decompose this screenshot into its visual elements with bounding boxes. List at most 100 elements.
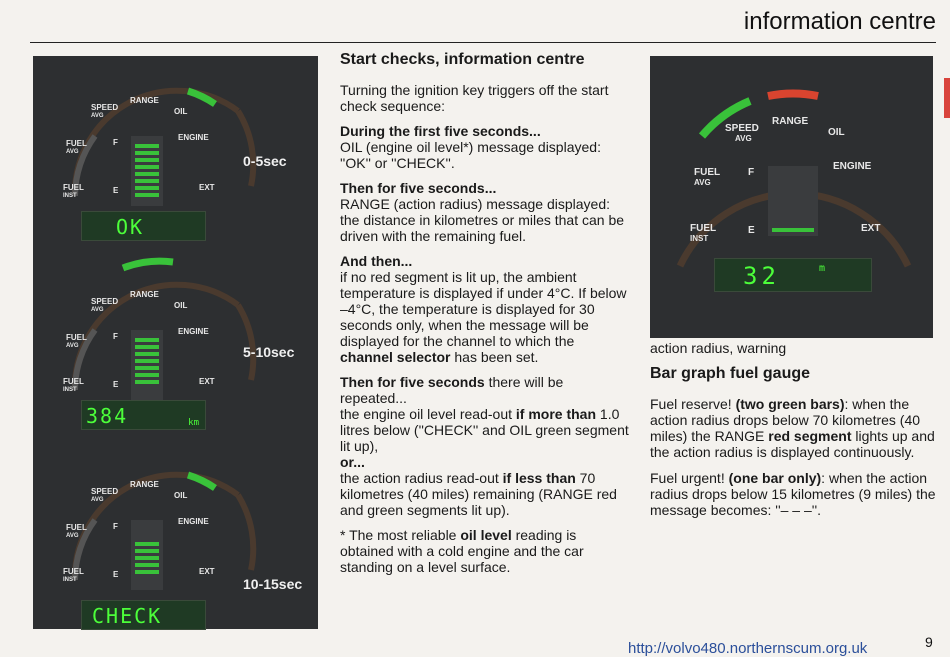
oil-label: OIL xyxy=(174,107,188,116)
f-mark: F xyxy=(748,167,755,178)
ext-label: EXT xyxy=(861,223,881,234)
first-five-body: OIL (engine oil level*) message displaye… xyxy=(340,139,601,171)
start-checks-section: Start checks, information centre Turning… xyxy=(340,52,630,584)
oil-label: OIL xyxy=(828,127,845,138)
f-mark: F xyxy=(113,332,118,341)
header-rule xyxy=(30,42,936,43)
oil-label: OIL xyxy=(174,491,188,500)
lcd-value: CHECK xyxy=(92,604,163,628)
page-title: information centre xyxy=(743,8,936,35)
fuel-gauge-heading: Bar graph fuel gauge xyxy=(650,365,811,382)
lcd-display: 384 km xyxy=(81,400,206,430)
oil-readout-2: 1.0 litres below (''CHECK'' and OIL gree… xyxy=(340,406,629,454)
lcd-unit: km xyxy=(188,418,199,428)
first-five-paragraph: During the first five seconds... OIL (en… xyxy=(340,123,630,171)
then-five-body: RANGE (action radius) message displayed:… xyxy=(340,196,625,244)
gauge-arc-icon xyxy=(71,87,257,206)
time-caption: 5-10sec xyxy=(243,344,295,360)
lcd-value: OK xyxy=(116,215,145,239)
lcd-value: 384 xyxy=(86,404,129,428)
if-more-than: if more than xyxy=(515,406,597,422)
repeat-paragraph: Then for five seconds there will be repe… xyxy=(340,374,630,518)
engine-label: ENGINE xyxy=(178,517,209,526)
section-tab xyxy=(944,78,950,118)
ext-label: EXT xyxy=(199,567,215,576)
lcd-display: CHECK xyxy=(81,600,206,630)
urgent-body: : when the action radius drops below 15 … xyxy=(650,470,936,518)
fuel-reserve-paragraph: Fuel reserve! (two green bars): when the… xyxy=(650,396,936,460)
or-label: or... xyxy=(340,454,365,470)
engine-label: ENGINE xyxy=(178,133,209,142)
ext-label: EXT xyxy=(199,183,215,192)
section-heading: Start checks, information centre xyxy=(340,51,585,68)
radius-1: the action radius read-out xyxy=(340,470,503,486)
footnote-1: * The most reliable xyxy=(340,527,461,543)
fuel-urgent-paragraph: Fuel urgent! (one bar only): when the ac… xyxy=(650,470,936,518)
footnote: * The most reliable oil level reading is… xyxy=(340,527,630,575)
oil-level-term: oil level xyxy=(460,527,512,543)
urgent-bold: (one bar only) xyxy=(728,470,822,486)
gauge-arc-icon xyxy=(71,257,257,400)
ext-label: EXT xyxy=(199,377,215,386)
range-label: RANGE xyxy=(772,116,809,127)
gauge-arc-icon xyxy=(71,471,257,590)
time-caption: 10-15sec xyxy=(243,576,303,592)
and-then-heading: And then... xyxy=(340,253,413,269)
lcd-unit: m xyxy=(819,263,826,274)
reserve-bold: (two green bars) xyxy=(735,396,845,412)
then-five-paragraph: Then for five seconds... RANGE (action r… xyxy=(340,180,630,244)
range-label: RANGE xyxy=(130,96,159,105)
page-header: information centre xyxy=(0,0,950,44)
e-mark: E xyxy=(113,380,119,389)
e-mark: E xyxy=(113,186,119,195)
oil-label: OIL xyxy=(174,301,188,310)
oil-readout-1: the engine oil level read-out xyxy=(340,406,516,422)
engine-label: ENGINE xyxy=(178,327,209,336)
gauge-arc-icon xyxy=(676,89,912,268)
channel-selector-term: channel selector xyxy=(340,349,451,365)
lcd-display: 32 m xyxy=(714,258,872,292)
time-caption: 0-5sec xyxy=(243,153,287,169)
fuel-gauge-section: action radius, warning Bar graph fuel ga… xyxy=(650,340,936,528)
reserve-body-2: lights up and the action radius is displ… xyxy=(650,428,935,460)
reserve-label: Fuel reserve! xyxy=(650,396,736,412)
range-label: RANGE xyxy=(130,290,159,299)
if-less-than: if less than xyxy=(502,470,576,486)
repeat-tail: there will be repeated... xyxy=(340,374,564,406)
lcd-value: 32 xyxy=(743,262,780,290)
illustration-caption: action radius, warning xyxy=(650,340,787,356)
lcd-display: OK xyxy=(81,211,206,241)
e-mark: E xyxy=(113,570,119,579)
footnote-2: reading is obtained with a cold engine a… xyxy=(340,527,584,575)
f-mark: F xyxy=(113,138,118,147)
urgent-label: Fuel urgent! xyxy=(650,470,729,486)
first-five-heading: During the first five seconds... xyxy=(340,123,541,139)
and-then-body-2: has been set. xyxy=(450,349,539,365)
reserve-body-1: : when the action radius drops below 70 … xyxy=(650,396,921,444)
page-number: 9 xyxy=(925,634,933,650)
then-five-heading: Then for five seconds... xyxy=(340,180,497,196)
repeat-heading: Then for five seconds xyxy=(340,374,485,390)
f-mark: F xyxy=(113,522,118,531)
engine-label: ENGINE xyxy=(833,161,872,172)
source-url: http://volvo480.northernscum.org.uk xyxy=(628,640,868,657)
e-mark: E xyxy=(748,225,755,236)
radius-2: 70 kilometres (40 miles) remaining (RANG… xyxy=(340,470,617,518)
intro-paragraph: Turning the ignition key triggers off th… xyxy=(340,82,609,114)
